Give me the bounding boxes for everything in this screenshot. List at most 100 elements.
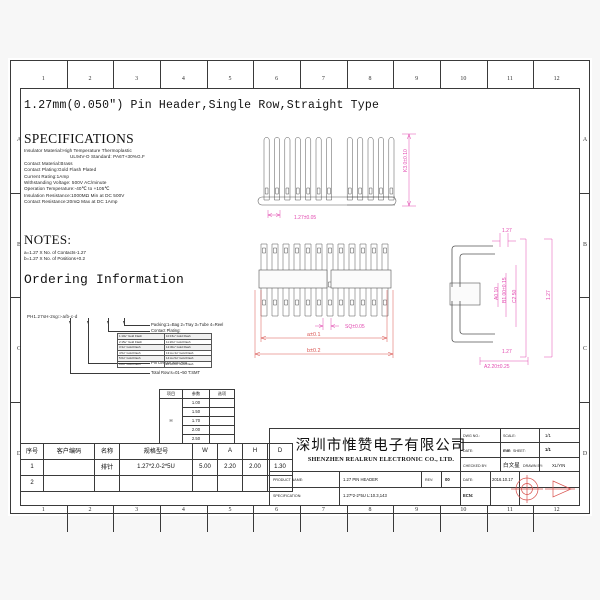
ruler-number: 10 [460, 507, 467, 513]
ruler-number: 4 [181, 76, 185, 82]
first-angle-projection-icon [511, 475, 575, 503]
parts-cell-a: 2.20 [217, 459, 243, 476]
parts-cell-a [217, 475, 243, 492]
dim-square: SQ±0.05 [345, 324, 365, 330]
ruler-letter: C [582, 346, 587, 353]
parts-header-cell: 名称 [94, 443, 120, 460]
ruler-number: 2 [88, 507, 92, 513]
parts-header-cell: 序号 [20, 443, 44, 460]
parts-header-cell: H [242, 443, 268, 460]
plating-cell: 11:20u" Gold Flash [164, 338, 212, 346]
spec-line: Insulator Material:High Temperature Ther… [24, 148, 132, 153]
h-table-value: 1.50 [182, 407, 210, 417]
spec-line: Contact Plating:Gold Flash Plated [24, 167, 97, 173]
ruler-number: 2 [88, 76, 92, 82]
ruler-number: 4 [181, 507, 185, 513]
ruler-letter: A [582, 137, 588, 144]
ruler-number: 11 [507, 76, 513, 82]
specifications-heading: SPECIFICATIONS [24, 131, 134, 146]
ruler-tick [66, 60, 68, 88]
h-table-option [209, 416, 235, 426]
spec-line: Current Rating:1Amp [24, 173, 70, 179]
ruler-number: 3 [135, 507, 139, 513]
h-table-value: 1.00 [182, 398, 210, 408]
parts-cell-no: 2 [20, 475, 44, 492]
ruler-tick [66, 506, 68, 532]
ord-v1 [124, 318, 125, 326]
ruler-number: 12 [553, 76, 560, 82]
ruler-number: 3 [135, 76, 139, 82]
ruler-number: 10 [460, 76, 467, 82]
ruler-letter: A [16, 137, 22, 144]
parts-header-cell: W [192, 443, 218, 460]
ruler-tick [113, 506, 115, 532]
value-unit: mm [503, 448, 511, 453]
dim-height-top: K3.0±0.10 [403, 149, 409, 172]
ruler-tick [486, 506, 488, 532]
value-checked-by: 白文星 [503, 463, 520, 469]
spec-line: Insulation Resistance:1000MΩ Min at DC 5… [24, 192, 125, 198]
ordering-arrow-1 [122, 321, 125, 324]
plating-cell: 15:Au 8u" Gold Flash [164, 361, 212, 368]
ruler-number: 7 [321, 507, 325, 513]
plating-cell: 14:Au 5u" Gold Flash [164, 355, 212, 362]
ruler-tick [580, 401, 590, 403]
ruler-tick [580, 192, 590, 194]
parts-cell-name [94, 475, 120, 492]
note-line: a=1.27 X No. of Contacts-1.27 [24, 250, 86, 255]
label-specification: SPECIFICATION: [273, 494, 302, 498]
ruler-tick [300, 60, 301, 88]
ruler-letter: D [16, 450, 22, 457]
page-title: 1.27mm(0.050″) Pin Header,Single Row,Str… [24, 99, 380, 112]
label-date: DATE: [463, 449, 474, 453]
notes-heading: NOTES: [24, 232, 72, 247]
label-date2: DATE: [463, 478, 474, 482]
value-date: 2016.10.17 [492, 477, 513, 482]
ruler-tick [113, 60, 115, 88]
ruler-number: 8 [368, 507, 372, 513]
label-ecn: ECN: [463, 493, 474, 498]
ruler-tick [346, 506, 348, 532]
label-scale: SCALE: [503, 434, 516, 438]
ruler-letter: D [582, 450, 588, 457]
ruler-tick [206, 506, 208, 532]
spec-line: Withstanding Voltage: 500V AC/minute [24, 180, 107, 186]
ruler-tick [440, 506, 441, 532]
h-table-header: 项目参数选项 [159, 389, 235, 399]
parts-cell-h: 2.00 [242, 459, 268, 476]
dim-side-right: 1.27 [546, 290, 552, 300]
ruler-tick [393, 506, 395, 532]
ordering-arrow-4 [68, 321, 71, 324]
ruler-tick [206, 60, 208, 88]
value-product-name: 1.27 PIN HEADER [343, 477, 378, 482]
ruler-tick [300, 506, 301, 532]
parts-cell-w [192, 475, 218, 492]
h-table-value: 2.00 [182, 425, 210, 435]
parts-cell-no: 1 [20, 459, 44, 476]
ord-h2 [108, 331, 150, 332]
ruler-number: 11 [507, 507, 513, 513]
ord-v2 [108, 318, 109, 332]
ruler-letter: B [582, 241, 587, 248]
ruler-tick [486, 60, 488, 88]
ordering-label-totalrow: Total Row:s=01~50 T:SMT [151, 370, 201, 375]
parts-header-cell: 规格型号 [119, 443, 193, 460]
ruler-number: 5 [228, 76, 232, 82]
ordering-arrow-3 [86, 321, 89, 324]
dim-side-l3: C2.50 [512, 289, 518, 303]
label-sheet: SHEET: [513, 449, 526, 453]
parts-cell-w: 5.00 [192, 459, 218, 476]
label-rev: REV: [425, 478, 434, 482]
ord-h1 [124, 325, 150, 326]
note-line: b=1.27 X No. of Positions+0.2 [24, 256, 86, 262]
dim-b: b±0.2 [307, 348, 320, 354]
label-drawn-by: DRAWN BY: [523, 464, 544, 468]
ruler-tick [346, 60, 348, 88]
h-table-option [209, 425, 235, 435]
